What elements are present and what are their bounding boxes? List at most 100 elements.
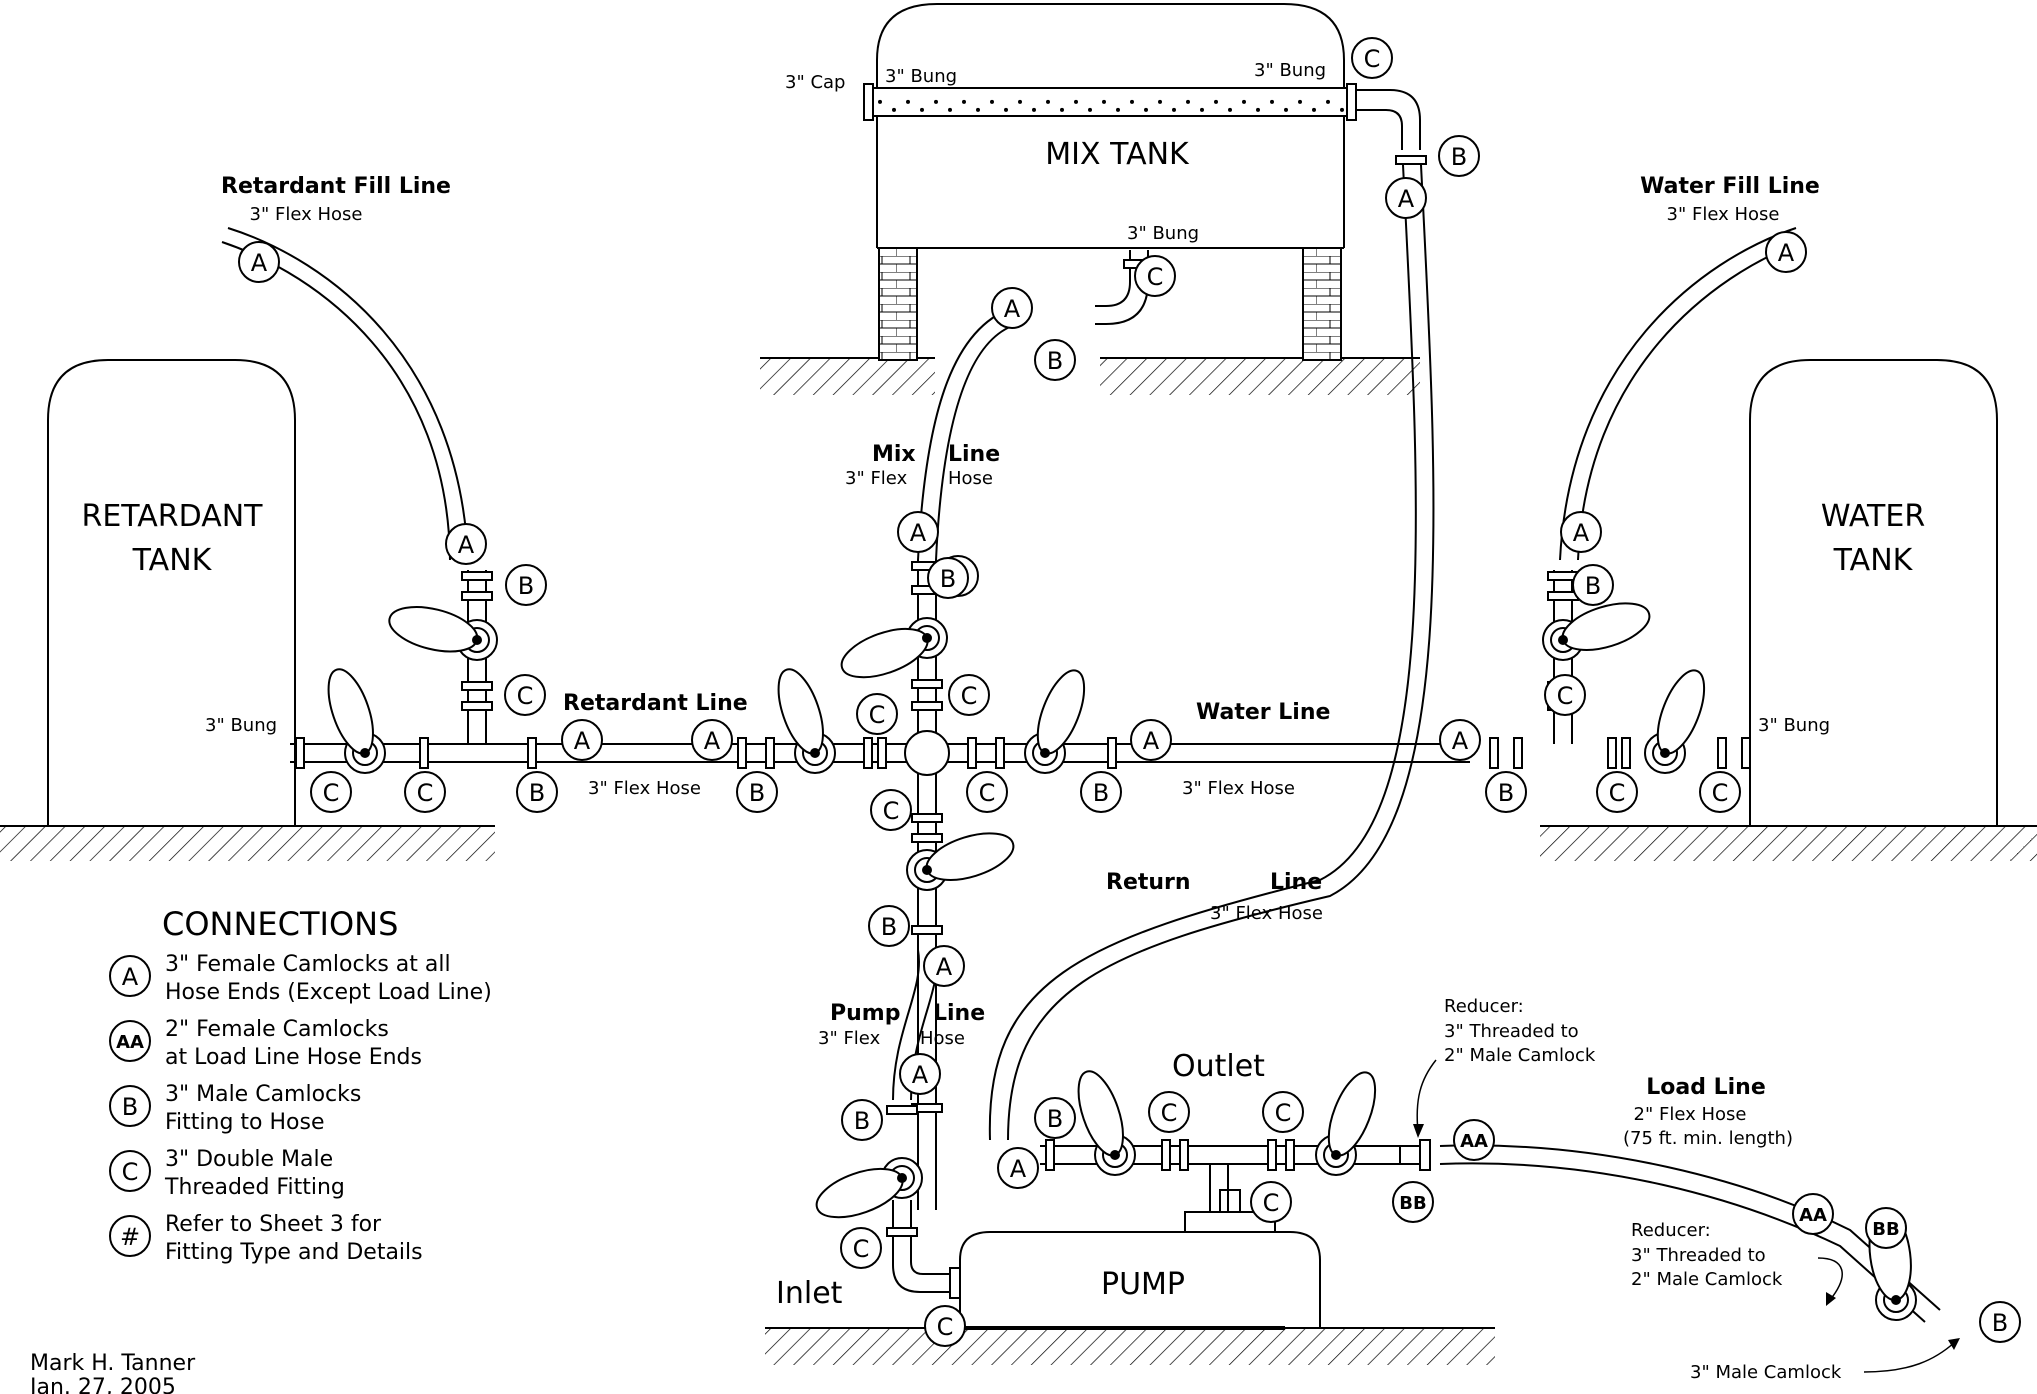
callout-aa: AA (1792, 1193, 1834, 1235)
callout-b: B (868, 905, 910, 947)
callout-c: C (404, 771, 446, 813)
svg-text:3" Male Camlocks: 3" Male Camlocks (165, 1082, 361, 1107)
male-camlock-label: 3" Male Camlock (1690, 1362, 1842, 1383)
pump-line-title-b: Line (933, 1001, 985, 1026)
reducer2-l3: 2" Male Camlock (1631, 1269, 1783, 1290)
bung-mix-left: 3" Bung (885, 66, 957, 87)
callout-c: C (504, 674, 546, 716)
callout-a: A (899, 1053, 941, 1095)
return-line-title-b: Line (1270, 870, 1322, 895)
retardant-tank-label-1: RETARDANT (81, 499, 263, 534)
mix-tank-label: MIX TANK (1045, 137, 1190, 172)
svg-text:C: C (1609, 779, 1626, 807)
svg-text:AA: AA (1460, 1131, 1488, 1152)
svg-text:A: A (251, 249, 268, 277)
svg-text:B: B (1047, 1105, 1063, 1133)
callout-b: B (841, 1099, 883, 1141)
callout-b: B (1979, 1301, 2021, 1343)
svg-text:C: C (1147, 263, 1164, 291)
bung-water: 3" Bung (1758, 715, 1830, 736)
svg-text:BB: BB (1872, 1219, 1899, 1240)
callout-c: C (1596, 771, 1638, 813)
mix-tank (863, 3, 1357, 361)
svg-text:Fitting to Hose: Fitting to Hose (165, 1110, 325, 1135)
water-line-title: Water Line (1196, 700, 1330, 725)
svg-text:A: A (704, 727, 721, 755)
load-line-sub2: (75 ft. min. length) (1623, 1128, 1793, 1149)
load-line-sub: 2" Flex Hose (1634, 1104, 1747, 1125)
svg-text:C: C (1275, 1099, 1292, 1127)
retardant-tank (47, 359, 296, 826)
pump-label: PUMP (1101, 1267, 1185, 1302)
callout-a: A (445, 523, 487, 565)
retardant-line-title: Retardant Line (563, 691, 748, 716)
svg-text:A: A (1573, 519, 1590, 547)
water-tank-label-1: WATER (1821, 499, 1925, 534)
svg-text:A: A (458, 531, 475, 559)
return-line-sub: 3" Flex Hose (1210, 903, 1323, 924)
author-date: Jan. 27, 2005 (28, 1375, 176, 1394)
svg-text:C: C (323, 779, 340, 807)
mix-line-sub-b: Hose (948, 468, 993, 489)
ground-mix-left (760, 357, 935, 395)
callout-b: B (505, 564, 547, 606)
svg-text:C: C (122, 1158, 139, 1186)
callout-a: A (561, 719, 603, 761)
svg-text:B: B (940, 565, 956, 593)
svg-text:B: B (1451, 143, 1467, 171)
svg-text:Fitting Type and Details: Fitting Type and Details (165, 1240, 423, 1265)
reducer1-l1: Reducer: (1444, 996, 1524, 1017)
svg-text:B: B (1093, 779, 1109, 807)
callout-a: A (991, 287, 1033, 329)
water-fill-sub: 3" Flex Hose (1667, 204, 1780, 225)
callout-b: B (1572, 564, 1614, 606)
svg-text:C: C (517, 682, 534, 710)
callout-a: A (897, 511, 939, 553)
callout-c: C (1148, 1091, 1190, 1133)
svg-text:AA: AA (116, 1032, 144, 1053)
callout-c: C (966, 771, 1008, 813)
svg-text:C: C (1364, 45, 1381, 73)
bung-mix-right: 3" Bung (1254, 60, 1326, 81)
callout-b: B (1034, 339, 1076, 381)
leaders (1413, 1059, 1960, 1373)
svg-text:C: C (1712, 779, 1729, 807)
water-tank (1749, 359, 1998, 826)
svg-text:B: B (1992, 1309, 2008, 1337)
callout-c: C (1250, 1181, 1292, 1223)
callout-c: C (870, 789, 912, 831)
callout-b: B (1080, 771, 1122, 813)
svg-text:A: A (912, 1061, 929, 1089)
svg-text:A: A (1778, 239, 1795, 267)
svg-text:C: C (1557, 682, 1574, 710)
bung-mix-bottom: 3" Bung (1127, 223, 1199, 244)
svg-text:Refer to Sheet 3 for: Refer to Sheet 3 for (165, 1212, 382, 1237)
callout-c: C (1134, 255, 1176, 297)
svg-text:C: C (1263, 1189, 1280, 1217)
svg-text:C: C (937, 1313, 954, 1341)
callout-a: A (997, 1147, 1039, 1189)
callout-a: A (1130, 719, 1172, 761)
svg-text:A: A (1004, 295, 1021, 323)
svg-text:A: A (1143, 727, 1160, 755)
svg-text:Threaded Fitting: Threaded Fitting (164, 1175, 345, 1200)
callout-a: A (923, 945, 965, 987)
svg-text:3" Double Male: 3" Double Male (165, 1147, 333, 1172)
svg-text:C: C (417, 779, 434, 807)
svg-text:A: A (936, 953, 953, 981)
svg-text:C: C (1161, 1099, 1178, 1127)
callout-c: C (1351, 37, 1393, 79)
return-line-title-a: Return (1106, 870, 1191, 895)
callout-c: C (840, 1227, 882, 1269)
svg-text:AA: AA (1799, 1205, 1827, 1226)
svg-text:#: # (120, 1223, 140, 1251)
svg-text:A: A (1452, 727, 1469, 755)
svg-text:at Load Line Hose Ends: at Load Line Hose Ends (165, 1045, 422, 1070)
callout-b: B (516, 771, 558, 813)
callout-c: C (1699, 771, 1741, 813)
retardant-tank-label-2: TANK (132, 543, 213, 578)
ground-mix-right (1100, 357, 1420, 395)
